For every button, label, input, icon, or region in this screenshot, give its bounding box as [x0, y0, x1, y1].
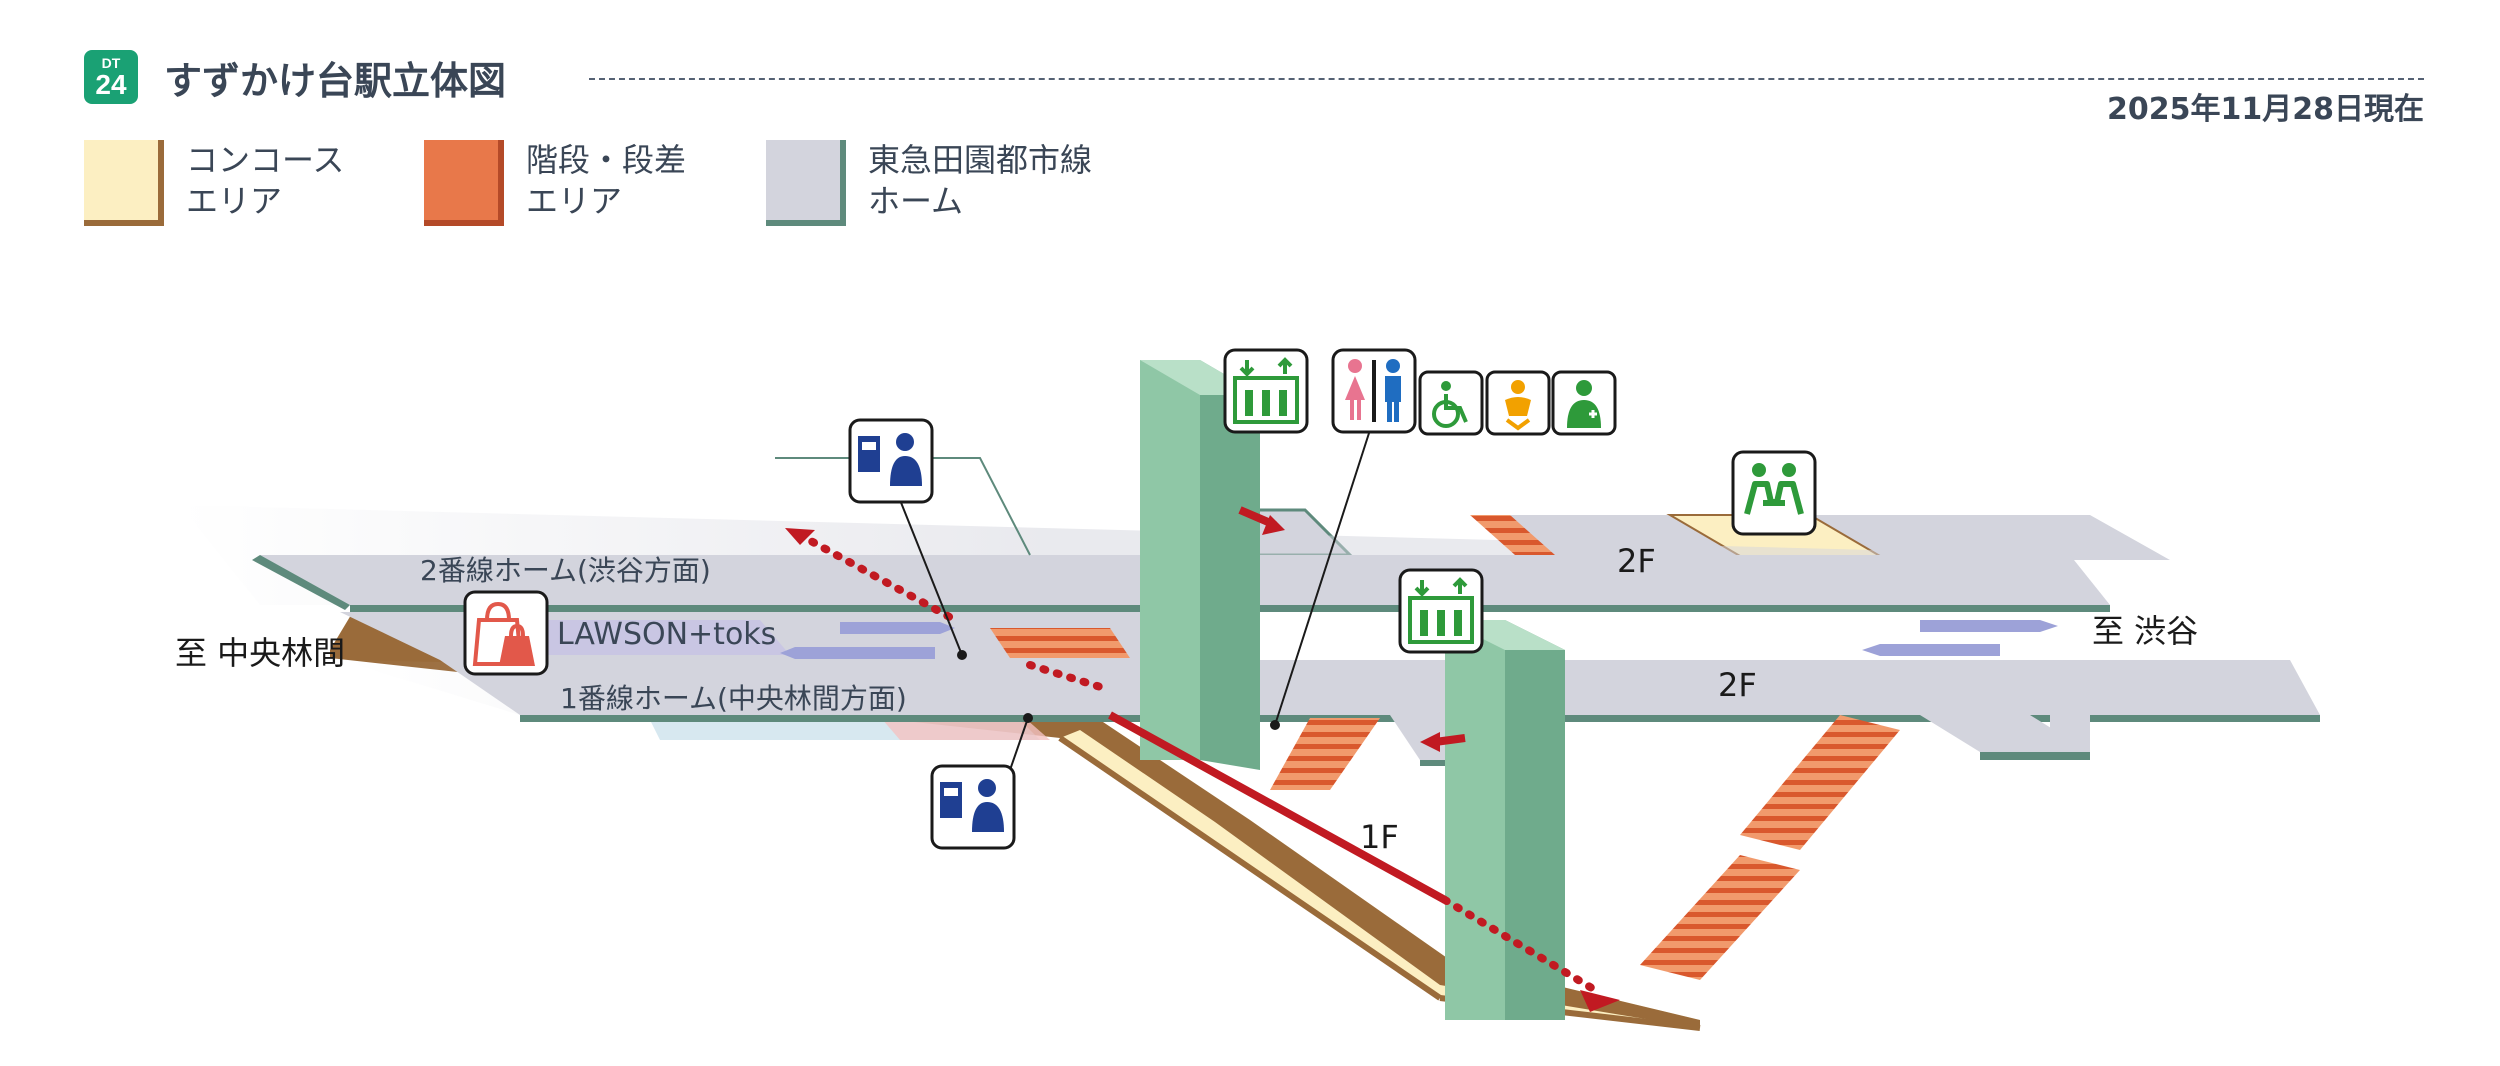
floor-label-2f: 2F [1718, 666, 1757, 704]
legend-label: 階段・段差エリア [526, 141, 687, 220]
platform-1-label: 1番線ホーム(中央林間方面) [560, 682, 907, 715]
station-number-badge: DT 24 [84, 50, 138, 104]
direction-arrows [780, 620, 2058, 659]
platform-1 [340, 660, 2320, 766]
shop-icon [463, 590, 549, 676]
stairs-platform2-to-overpass [1470, 515, 1555, 555]
direction-label-right: 至 渋谷 [2092, 612, 2198, 650]
ticket-machine-icon [930, 764, 1016, 850]
elevator-shaft-right [1445, 620, 1565, 1020]
platform-2-label: 2番線ホーム(渋谷方面) [420, 554, 711, 587]
as-of-date: 2025年11月28日現在 [2107, 92, 2424, 127]
accessible-toilet-icon [1418, 370, 1484, 436]
elevator-icon [1223, 348, 1309, 434]
baby-care-icon [1485, 370, 1551, 436]
stairs-swatch [424, 140, 504, 226]
platform-swatch [766, 140, 846, 226]
stairs-platform1-to-concourse [1270, 718, 1380, 790]
page-title: すずかけ台駅立体図 [164, 59, 507, 103]
toilet-icon [1331, 348, 1417, 434]
waiting-area-icon [1731, 450, 1817, 536]
elevator-shaft-left [1140, 360, 1260, 770]
callout-lines [775, 429, 1371, 771]
floor-label-1f: 1F [1360, 818, 1399, 856]
stairs-right-descending [1640, 715, 1900, 980]
ostomate-icon [1551, 370, 1617, 436]
header: DT 24 すずかけ台駅立体図 2025年11月28日現在 [84, 48, 2424, 127]
elevator-icon [1398, 568, 1484, 654]
accessible-route [785, 506, 1620, 1012]
legend-label: 東急田園都市線ホーム [868, 141, 1093, 220]
badge-line-code: DT [101, 55, 121, 71]
floor-label-2f: 2F [1617, 542, 1656, 580]
title-divider [589, 78, 2424, 80]
direction-label-left: 至 中央林間 [175, 634, 345, 672]
shop-label: LAWSON+toks [557, 617, 776, 652]
ticket-machine-icon [848, 418, 934, 504]
legend-label: コンコースエリア [186, 141, 345, 220]
badge-station-number: 24 [95, 69, 127, 100]
concourse-swatch [84, 140, 164, 226]
